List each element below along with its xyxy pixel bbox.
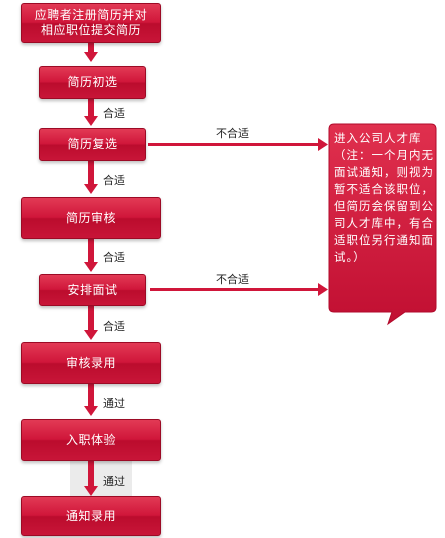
down-arrow-6 bbox=[84, 384, 98, 416]
reject-arrow-1 bbox=[148, 138, 328, 151]
connector-label: 合适 bbox=[103, 320, 125, 333]
reject-arrow-2 bbox=[150, 283, 328, 296]
step-hire-review: 审核录用 bbox=[21, 342, 161, 384]
step-onboarding-trial: 入职体验 bbox=[21, 419, 161, 461]
down-arrow-5 bbox=[84, 306, 98, 340]
step-schedule-interview: 安排面试 bbox=[39, 274, 146, 306]
connector-label: 合适 bbox=[103, 107, 125, 120]
talent-pool-note: 进入公司人才库（注：一个月内无面试通知，则视为暂不适合该职位，但简历会保留到公司… bbox=[334, 131, 434, 264]
step-label: 通知录用 bbox=[65, 508, 116, 523]
step-label: 简历审核 bbox=[65, 210, 116, 225]
step-label: 审核录用 bbox=[65, 355, 116, 370]
connector-highlight bbox=[70, 461, 132, 497]
step-label: 安排面试 bbox=[67, 282, 118, 297]
connector-label: 合适 bbox=[103, 174, 125, 187]
step-label: 应聘者注册简历并对 bbox=[34, 8, 148, 22]
step-hire-notice: 通知录用 bbox=[21, 496, 161, 536]
down-arrow-7 bbox=[84, 461, 98, 496]
step-resume-review: 简历审核 bbox=[21, 197, 161, 239]
step-label: 简历复选 bbox=[67, 137, 118, 151]
connector-label: 通过 bbox=[103, 397, 125, 410]
step-label: 简历初选 bbox=[67, 75, 118, 89]
connector-label: 合适 bbox=[103, 251, 125, 264]
reject-label: 不合适 bbox=[216, 273, 249, 286]
step-second-screen: 简历复选 bbox=[39, 128, 146, 161]
down-arrow-1 bbox=[84, 43, 98, 62]
talent-pool-callout bbox=[328, 123, 437, 326]
step-submit-resume: 应聘者注册简历并对 相应职位提交简历 bbox=[21, 3, 161, 43]
step-label: 入职体验 bbox=[65, 432, 116, 447]
down-arrow-3 bbox=[84, 161, 98, 194]
down-arrow-4 bbox=[84, 239, 98, 272]
step-label: 相应职位提交简历 bbox=[40, 23, 141, 37]
reject-label: 不合适 bbox=[216, 127, 249, 140]
step-initial-screen: 简历初选 bbox=[39, 66, 146, 99]
down-arrow-2 bbox=[84, 99, 98, 126]
connector-label: 通过 bbox=[103, 475, 125, 488]
